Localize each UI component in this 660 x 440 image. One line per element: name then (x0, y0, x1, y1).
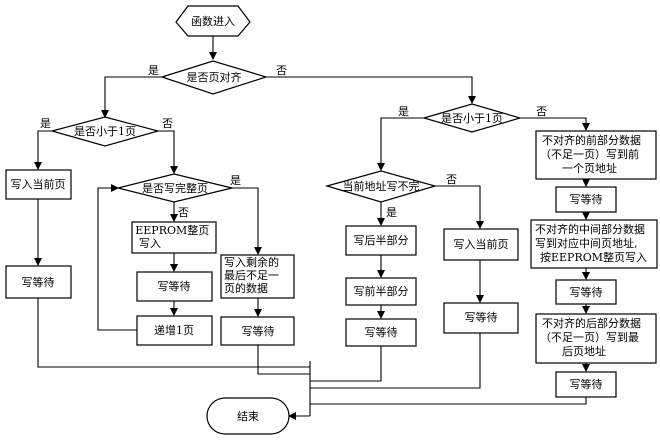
less-than-page-left-label: 是否小于1页 (74, 125, 136, 138)
wait-front-label: 写等待 (570, 192, 603, 206)
wait-left-label: 写等待 (22, 275, 55, 289)
write-first-half-label: 写前半部分 (354, 284, 409, 298)
wait-half-label: 写等待 (365, 325, 398, 339)
unaligned-middle-line-1: 不对齐的中间部分数据 (535, 222, 645, 236)
write-first-half-box (345, 277, 417, 306)
no-label-less-left: 否 (162, 117, 173, 130)
connectors (34, 36, 590, 420)
write-current-page-right-box (443, 228, 519, 261)
write-current-page-left-box (5, 169, 72, 200)
write-current-page-left-label: 写入当前页 (11, 177, 66, 191)
write-remaining-line-3: 页的数据 (224, 281, 268, 295)
no-label-full-page: 否 (178, 206, 189, 219)
increment-page-label: 递增1页 (154, 323, 194, 337)
branch-labels: 是 否 是 否 是 否 是 否 是 否 (40, 64, 547, 219)
write-remaining-line-1: 写入剩余的 (224, 255, 279, 269)
yes-label-less-left: 是 (40, 117, 51, 130)
wait-remaining-label: 写等待 (242, 324, 275, 338)
page-aligned-decision-label: 是否页对齐 (187, 70, 242, 84)
wait-inner-label: 写等待 (158, 279, 191, 293)
unaligned-back-line-1: 不对齐的后部分数据 (542, 316, 641, 330)
current-addr-not-full-label: 当前地址写不完 (343, 179, 420, 193)
yes-label-page-aligned: 是 (148, 64, 159, 77)
yes-label-full-page: 是 (230, 174, 241, 187)
wait-half-box (345, 318, 417, 347)
wait-middle-box (555, 279, 617, 305)
unaligned-front-line-1: 不对齐的前部分数据 (542, 133, 641, 147)
write-remaining-label: 写入剩余的 最后不足一 页的数据 (224, 255, 283, 295)
yes-label-less-right: 是 (398, 105, 409, 118)
wait-middle-label: 写等待 (570, 285, 603, 299)
start-node-label: 函数进入 (191, 15, 235, 28)
write-full-page-decision (117, 173, 233, 203)
no-label-addr: 否 (446, 173, 457, 186)
wait-back-label: 写等待 (570, 377, 603, 391)
no-label-less-right: 否 (536, 105, 547, 118)
write-second-half-label: 写后半部分 (354, 233, 409, 247)
unaligned-front-line-3: 一个页地址 (562, 161, 617, 175)
page-aligned-decision (160, 60, 269, 95)
eeprom-full-page-write-label: EEPROM整页 写入 (135, 223, 213, 250)
less-than-page-left-decision (49, 116, 161, 147)
wait-left-box (5, 265, 72, 299)
increment-page-box (136, 315, 213, 346)
eeprom-line-2: 写入 (139, 237, 161, 250)
less-than-page-right-decision (421, 103, 523, 133)
write-current-page-right-label: 写入当前页 (454, 237, 509, 251)
unaligned-middle-line-3: 按EEPROM整页写入 (540, 250, 647, 264)
unaligned-front-box (535, 130, 657, 180)
unaligned-back-label: 不对齐的后部分数据 （不足一页）写到最 后页地址 (540, 316, 645, 358)
wait-back-box (555, 371, 617, 398)
no-label-page-aligned: 否 (276, 64, 287, 77)
unaligned-front-label: 不对齐的前部分数据 （不足一页）写到前 一个页地址 (540, 133, 645, 175)
unaligned-middle-box (530, 219, 658, 269)
unaligned-middle-line-2: 写到对应中间页地址, (535, 236, 638, 250)
write-remaining-line-2: 最后不足一 (224, 269, 279, 282)
eeprom-line-1: EEPROM整页 (135, 223, 209, 237)
current-addr-not-full-decision (324, 170, 438, 203)
wait-front-box (555, 186, 617, 213)
unaligned-front-line-2: （不足一页）写到前 (540, 147, 639, 161)
end-node-label: 结束 (237, 410, 259, 423)
unaligned-back-line-3: 后页地址 (562, 344, 606, 358)
unaligned-back-box (535, 313, 657, 364)
eeprom-full-page-write-box (131, 221, 217, 254)
unaligned-back-line-2: （不足一页）写到最 (540, 331, 639, 344)
unaligned-middle-label: 不对齐的中间部分数据 写到对应中间页地址, 按EEPROM整页写入 (535, 222, 649, 264)
wait-right-mid-label: 写等待 (465, 310, 498, 324)
yes-label-addr: 是 (386, 206, 397, 219)
write-second-half-box (345, 225, 417, 256)
wait-remaining-box (220, 316, 295, 346)
wait-inner-box (136, 271, 213, 302)
end-node (206, 397, 290, 435)
start-node (175, 5, 251, 37)
write-full-page-label: 是否写完整页 (142, 181, 208, 195)
wait-right-mid-box (443, 302, 519, 334)
less-than-page-right-label: 是否小于1页 (441, 112, 503, 125)
write-remaining-box (220, 254, 295, 299)
